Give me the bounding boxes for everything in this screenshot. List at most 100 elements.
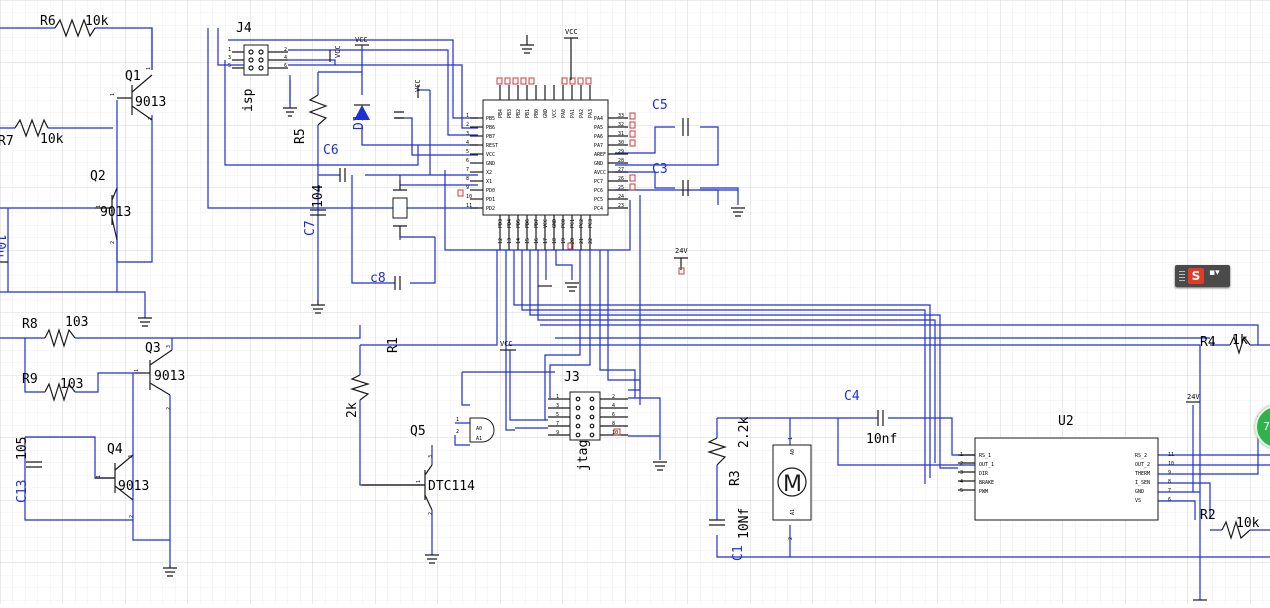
transistor-pin-number: 2 [110,241,116,244]
mcu-top-pin-name: PA0 [561,109,567,118]
mcu-top-pin-name: PB1 [525,109,531,118]
u2-left-pin-name: RS_1 [979,453,991,459]
mcu-bottom-pin-number: 12 [498,238,504,244]
net-vcc-mid: VCC [414,79,422,92]
value-c13: 105 [15,437,30,460]
grip-handle[interactable] [1179,271,1185,281]
resistor-r2 [1221,519,1251,541]
labels: R6 10k Q1 9013 R7 10k Q2 9013 10u J4 isp… [0,14,1260,561]
label-r8: R8 [22,317,38,332]
ground-symbol-q2 [138,317,152,327]
transistor-pin-number: 3 [428,455,434,458]
mcu-left-pin-name: PB6 [486,125,495,131]
mcu-right-pin-number: 27 [618,167,624,173]
label-c6: C6 [323,143,339,158]
value-q3: 9013 [154,369,185,384]
mcu-left-pin-name: VCC [486,152,495,158]
transistor-q1 [117,74,153,121]
label-r2: R2 [1200,508,1216,523]
jtag-pin-dot [589,405,595,411]
value-r7: 10k [40,132,64,147]
u2-right-pin-number: 10 [1168,461,1174,467]
value-q2: 9013 [100,205,131,220]
mcu-right-pin-number: 28 [618,158,624,164]
mcu-right-pin-number: 24 [618,194,624,200]
u2-right-pin-name: RS_2 [1135,453,1147,459]
mcu-right-pin-name: AVCC [594,170,606,176]
jtag-pin-number: 9 [556,430,559,436]
capacitor-c13 [26,461,42,468]
net-24v-a: 24V [675,247,688,255]
jtag-pin-number: 1 [556,394,559,400]
jtag-pin-dot [575,396,581,402]
dynamic-pin-labels: PB51PB62PB73REST4VCC5GND6X27X18PD09PD110… [96,47,1174,540]
mcu-left-pin-name: PD2 [486,206,495,212]
u2-left-pin-number: 4 [960,479,963,485]
mcu-right-pin-number: 26 [618,176,624,182]
label-r9: R9 [22,372,38,387]
motor-pin-a0: A0 [790,449,796,455]
jtag-pin-dot [575,423,581,429]
label-q4: Q4 [107,442,123,457]
resistor-r3 [706,437,728,466]
ground-symbol-q4 [163,565,177,577]
transistor-pin-number: 1 [134,369,140,372]
capacitor-mcu-bypass [394,111,404,119]
mcu-bottom-pin-number: 20 [570,238,576,244]
isp-header-j4 [232,44,288,76]
u2-left-pin-number: 2 [960,461,963,467]
mcu-right-pin-number: 29 [618,149,624,155]
value-r2: 10k [1236,516,1260,531]
menu-chevron-icon[interactable]: ▪▾ [1209,268,1220,278]
isp-pin-number: 6 [284,63,287,69]
u2-right-pin-name: I_SEN [1135,480,1150,486]
mcu-left-pin-number: 8 [466,176,469,182]
mcu-right-pin-name: PC5 [594,197,603,203]
mcu-left-pin-number: 2 [466,122,469,128]
mcu-right-pin-name: PA6 [594,134,603,140]
motor-pin-2: 2 [788,537,794,540]
mcu-bottom-pin-number: 16 [534,238,540,244]
floating-toolbar[interactable]: S ▪▾ [1175,265,1230,287]
transistor-q2 [95,187,118,241]
u2-left-pin-number: 1 [960,452,963,458]
mcu-bottom-pin-name: PD4 [507,219,513,228]
u2-right-pin-number: 11 [1168,452,1174,458]
mcu-right-pin-number: 23 [618,203,624,209]
ground-symbol-q5 [425,554,439,564]
jtag-pin-number: 7 [556,421,559,427]
driver-ic-u2 [958,437,1159,521]
mcu-bottom-pin-name: PC0 [561,219,567,228]
label-q3: Q3 [145,341,161,356]
mcu-top-pin-name: PA1 [570,109,576,118]
transistor-pin-number: 1 [416,480,422,483]
jtag-pin-dot [589,432,595,438]
value-r4: 1k [1232,333,1248,348]
mcu-bottom-pin-name: PD6 [525,219,531,228]
transistor-pin-number: 3 [128,455,134,458]
label-isp: isp [241,88,256,112]
transistor-pin-number: 1 [96,205,102,208]
mcu-bottom-pin-name: GND [552,219,558,228]
mcu-top-pin-name: GND [543,109,549,118]
mcu-left-pin-number: 1 [466,113,469,119]
app-logo-icon[interactable]: S [1188,268,1204,284]
value-c7: 104 [311,184,326,208]
label-r7: R7 [0,134,14,149]
mcu-top-pin-name: VCC [552,109,558,118]
transistor-pin-number: 1 [146,67,152,70]
jtag-pin-dot [589,423,595,429]
gate-pin-a1: A1 [476,436,482,442]
label-r4: R4 [1200,335,1216,350]
label-r5: R5 [293,128,308,144]
label-q1: Q1 [125,69,141,84]
label-q5: Q5 [410,424,426,439]
mcu-left-pin-name: PD1 [486,197,495,203]
gate-pin-a0: A0 [476,426,482,432]
net-vcc-d1: VCC [355,36,368,44]
mcu-bottom-pin-number: 21 [579,238,585,244]
ground-symbol-isp [283,107,297,117]
mcu-bottom-pin-name: PD3 [498,219,504,228]
u2-left-pin-name: BRAKE [979,480,994,486]
